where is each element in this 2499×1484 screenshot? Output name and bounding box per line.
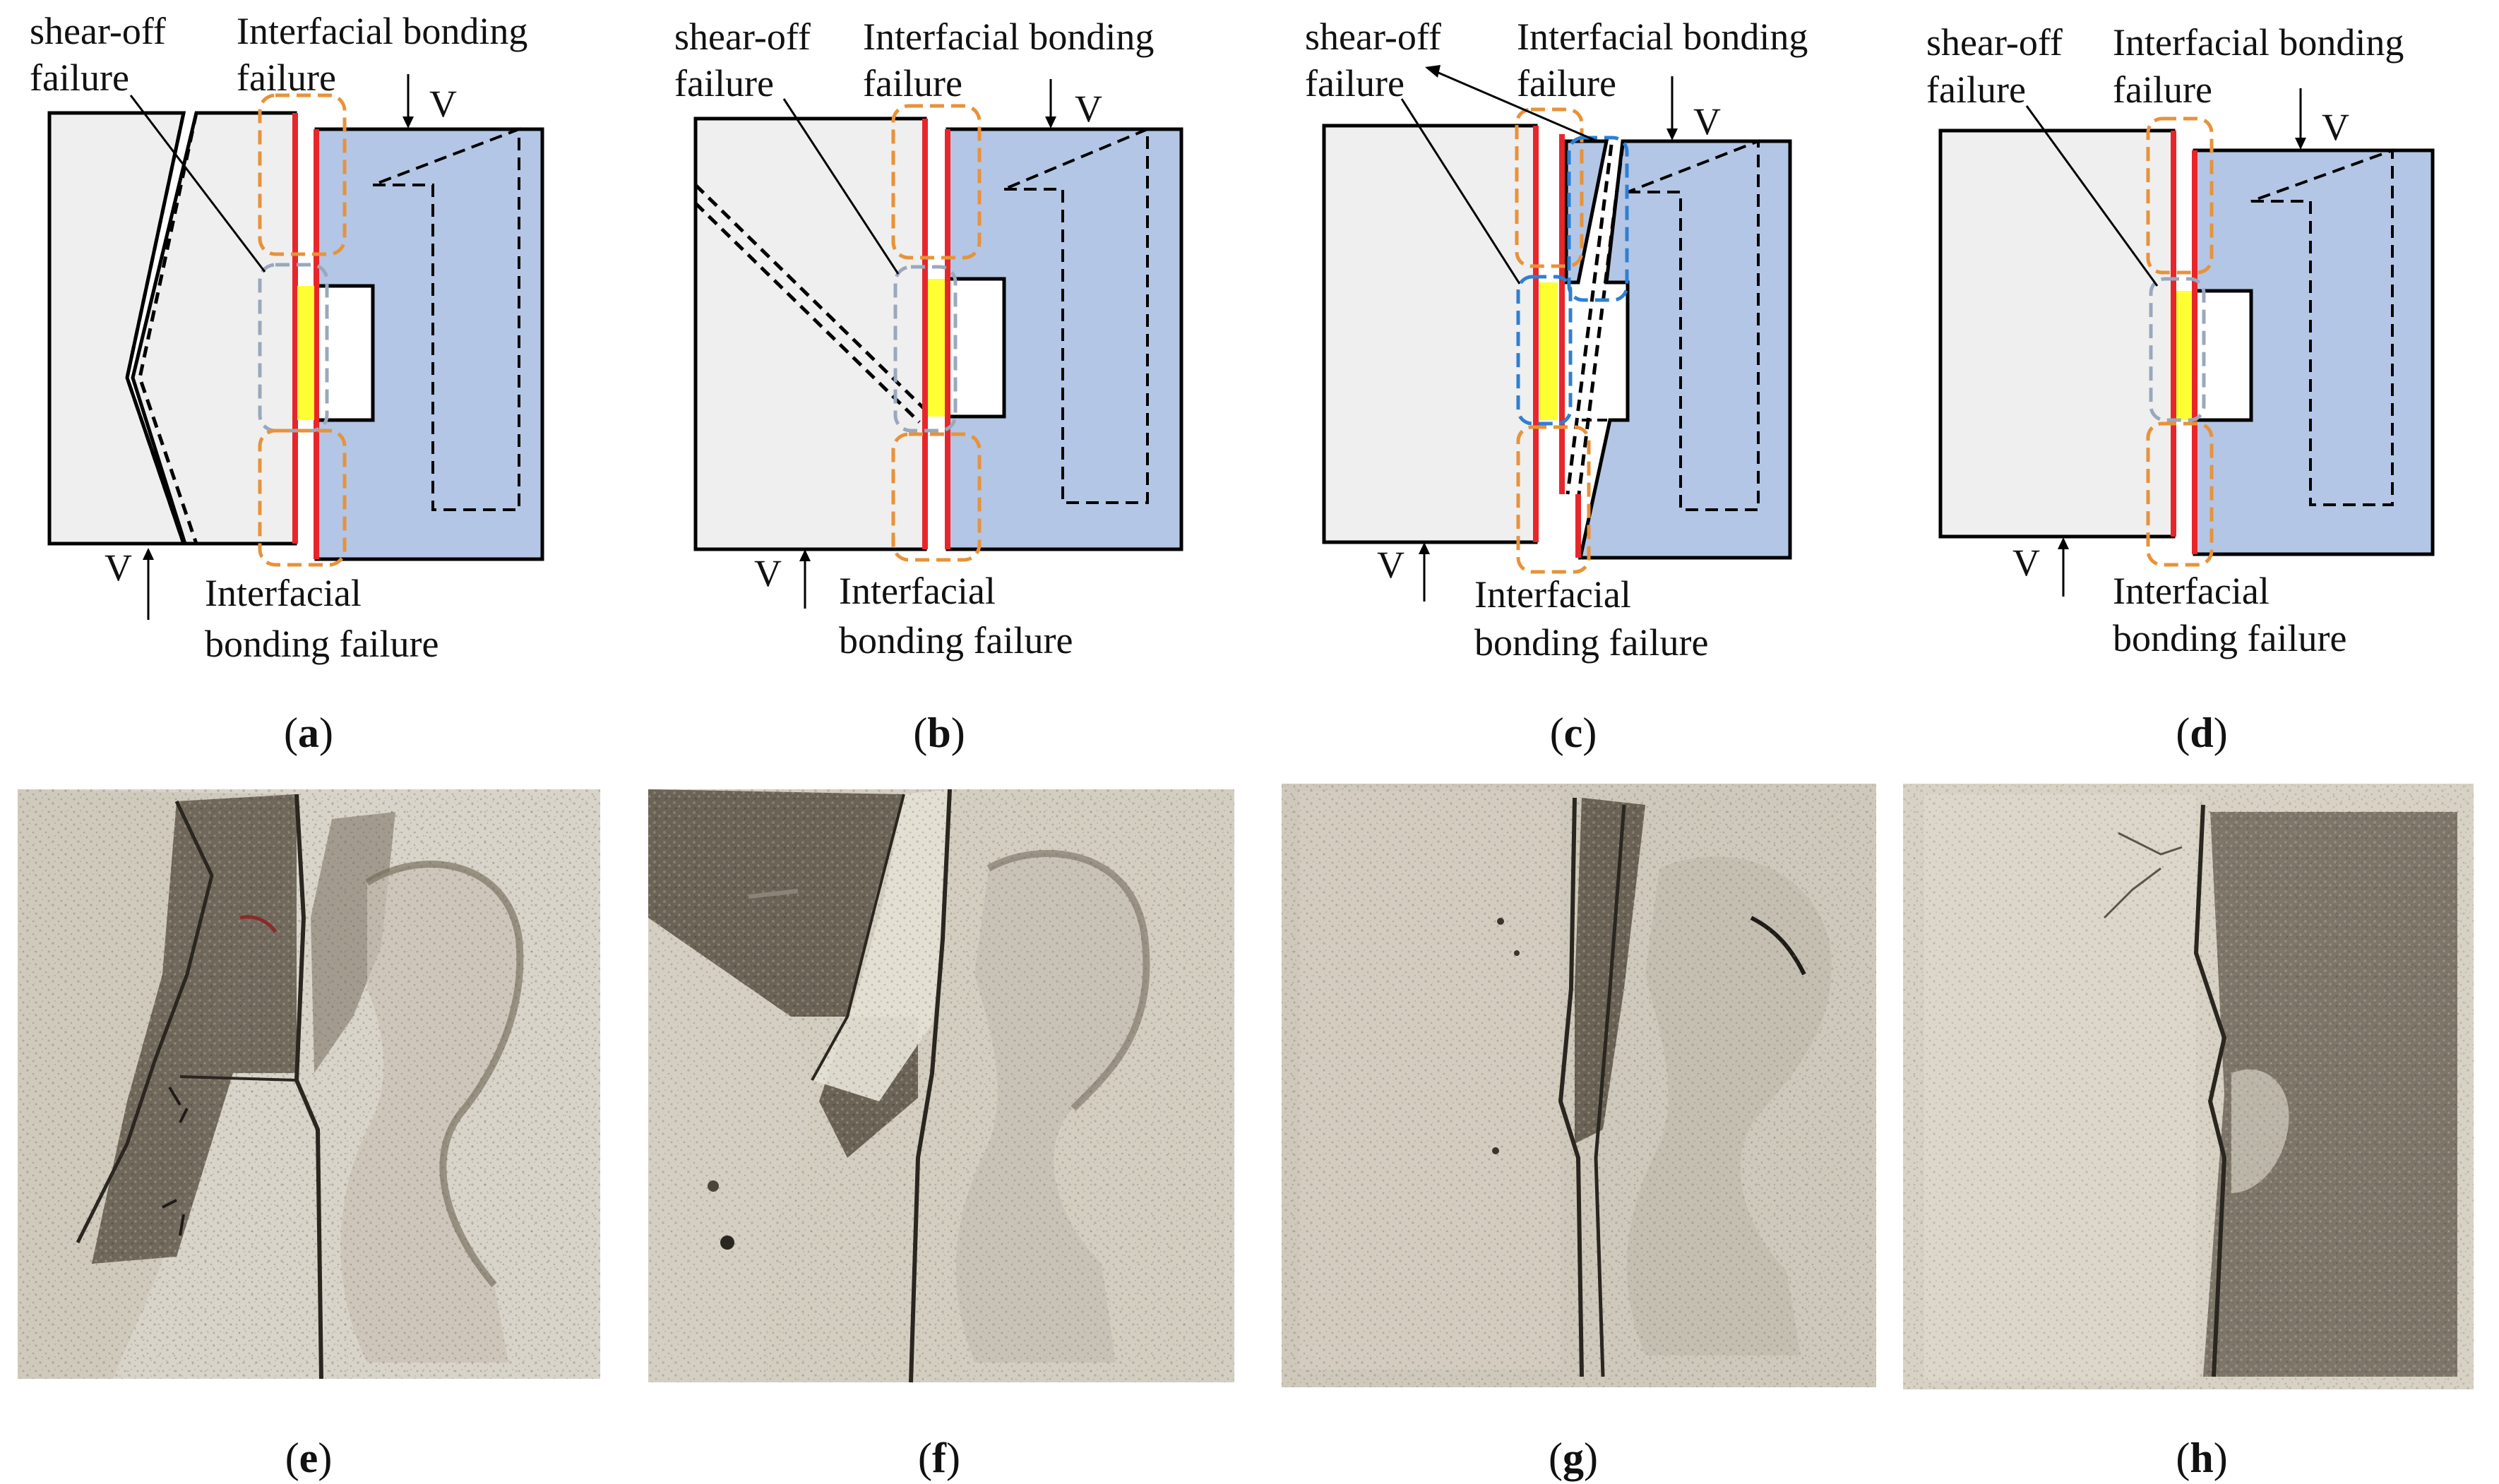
leader-line: [1400, 98, 1521, 285]
leader-line-top: [1425, 65, 1598, 143]
load-label-top: V: [429, 83, 457, 125]
label-top-1: Interfacial bonding: [863, 16, 1154, 58]
label-top-1: Interfacial bonding: [2113, 21, 2404, 64]
load-arrow-top: [1666, 76, 1678, 140]
caption-h: (h): [2176, 1435, 2227, 1481]
grey-box: [893, 265, 958, 433]
blue-box-right: [1567, 136, 1629, 302]
load-label-bottom: V: [754, 552, 782, 594]
load-arrow-top: [402, 74, 414, 128]
key-joint: [928, 279, 945, 417]
label-bottom-2: bonding failure: [1474, 621, 1708, 664]
label-bottom-1: Interfacial: [839, 570, 996, 612]
caption-g: (g): [1549, 1435, 1598, 1481]
label-shear-off-2: failure: [1926, 68, 2026, 111]
shear-crack: [125, 112, 198, 544]
load-arrow-bottom: [143, 548, 154, 620]
key-joint: [297, 286, 314, 420]
new-concrete-block: [2193, 148, 2435, 556]
diagram-c: shear-off failure Interfacial bonding fa…: [1305, 16, 1808, 756]
old-concrete-block: [693, 116, 927, 551]
photo-e: [18, 789, 600, 1380]
photo-h: [1903, 784, 2474, 1389]
load-label-bottom: V: [105, 546, 132, 589]
caption-a: (a): [284, 710, 333, 756]
label-top-2: failure: [1517, 62, 1616, 104]
label-top-1: Interfacial bonding: [1517, 16, 1808, 58]
label-bottom-1: Interfacial: [205, 572, 362, 614]
diagram-a: shear-off failure Interfacial bonding fa…: [30, 10, 544, 756]
new-concrete-block: [946, 126, 1183, 551]
label-bottom-1: Interfacial: [2113, 570, 2270, 612]
label-top-1: Interfacial bonding: [237, 10, 527, 52]
label-bottom-1: Interfacial: [1474, 573, 1631, 616]
label-shear-off-2: failure: [30, 56, 129, 99]
load-arrow-bottom: [2058, 537, 2069, 597]
old-concrete-block: [47, 111, 297, 546]
label-shear-off-1: shear-off: [1926, 21, 2063, 64]
label-shear-off-1: shear-off: [674, 16, 811, 58]
orange-box-bottom: [2146, 421, 2214, 567]
old-concrete-block: [1322, 124, 1538, 544]
load-arrow-bottom: [1419, 542, 1430, 602]
grey-box: [258, 263, 329, 433]
key-joint: [1539, 282, 1558, 420]
label-bottom-2: bonding failure: [2113, 617, 2346, 659]
new-concrete-block: [1564, 139, 1792, 560]
shear-crack: [694, 184, 932, 424]
photo-f: [648, 789, 1234, 1383]
leader-line: [129, 95, 266, 273]
leader-line: [2025, 105, 2159, 287]
orange-box-top: [2146, 116, 2214, 275]
caption-e: (e): [285, 1435, 333, 1481]
orange-box-top: [891, 104, 982, 260]
label-bottom-2: bonding failure: [205, 623, 439, 665]
leader-line: [782, 98, 900, 275]
label-shear-off-2: failure: [674, 62, 774, 104]
key-joint: [2176, 291, 2192, 420]
caption-b: (b): [913, 710, 965, 756]
orange-box-bottom: [258, 429, 347, 567]
load-label-bottom: V: [1377, 544, 1404, 586]
old-concrete-block: [1938, 128, 2176, 539]
inclined-crack: [1565, 144, 1625, 495]
load-arrow-bottom: [799, 549, 811, 609]
load-label-top: V: [2322, 106, 2349, 148]
caption-d: (d): [2176, 710, 2227, 756]
label-shear-off-2: failure: [1305, 62, 1404, 104]
orange-box-bottom: [891, 432, 982, 562]
load-label-top: V: [1693, 100, 1721, 143]
label-top-2: failure: [863, 62, 962, 104]
orange-box-bottom: [1516, 425, 1591, 574]
new-concrete-block: [314, 127, 544, 561]
label-top-2: failure: [2113, 68, 2212, 111]
label-bottom-2: bonding failure: [839, 619, 1073, 662]
photo-g: [1282, 784, 1876, 1387]
label-shear-off-1: shear-off: [30, 10, 166, 52]
diagram-d: shear-off failure Interfacial bonding fa…: [1926, 21, 2435, 756]
blue-box-left: [1516, 275, 1573, 426]
load-label-bottom: V: [2012, 541, 2040, 584]
diagram-b: shear-off failure Interfacial bonding fa…: [674, 16, 1183, 756]
grey-box: [2149, 277, 2206, 422]
label-shear-off-1: shear-off: [1305, 16, 1441, 58]
load-arrow-top: [2295, 88, 2306, 150]
load-arrow-top: [1045, 79, 1056, 128]
caption-f: (f): [918, 1435, 960, 1481]
load-label-top: V: [1075, 88, 1102, 130]
orange-box-top: [258, 93, 347, 256]
caption-c: (c): [1550, 710, 1597, 756]
label-top-2: failure: [237, 56, 336, 99]
